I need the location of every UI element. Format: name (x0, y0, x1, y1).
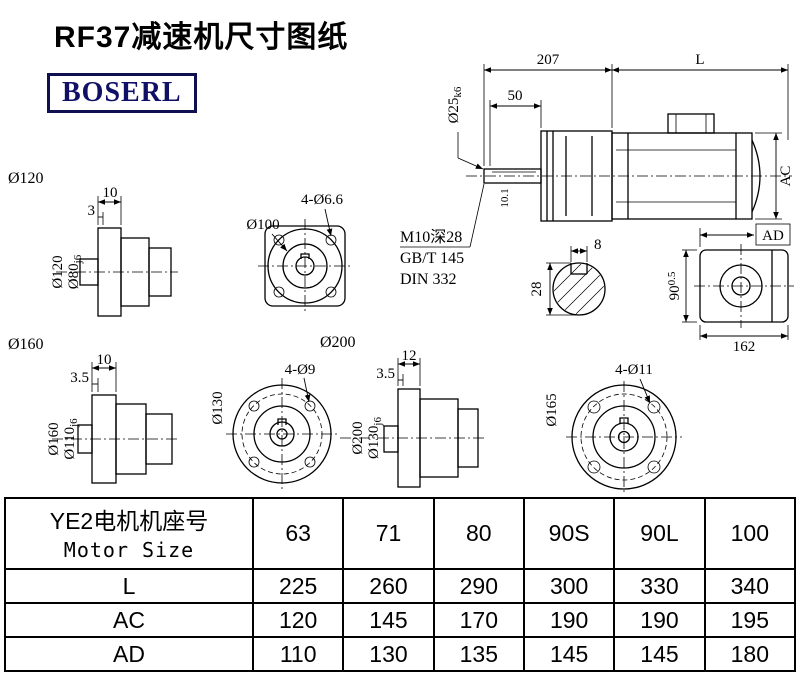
label-bolt-circle: Ø100 (246, 217, 279, 233)
callout-200: Ø200 (320, 334, 356, 351)
shaft-stub (383, 425, 399, 453)
label-dia: Ø130 (210, 391, 226, 424)
table-cell: 260 (342, 568, 435, 604)
table-cell: 330 (613, 568, 706, 604)
dim-12: 12 (402, 348, 417, 364)
callout-120: Ø120 (8, 170, 44, 187)
square-flange-view: 4-Ø6.6 Ø100 (246, 192, 352, 313)
dim-3-5: 3.5 (376, 366, 395, 382)
view-160: Ø160 10 3.5 Ø160 Ø110j6 (8, 336, 180, 484)
callout-160: Ø160 (8, 336, 44, 353)
table-cell: 290 (432, 568, 525, 604)
table-cell: 110 (251, 636, 345, 672)
dim-AD: AD (762, 228, 784, 244)
size-column-header: 63 (251, 497, 345, 570)
dim-L: L (695, 52, 704, 68)
table-cell: 225 (251, 568, 345, 604)
dim-hub-dia: Ø80j6 (66, 254, 84, 289)
row-label: AD (4, 636, 254, 672)
flange-165-view: 4-Ø11 Ø165 (544, 362, 682, 493)
table-cell: 145 (613, 636, 706, 672)
header-en: Motor Size (63, 537, 195, 562)
dim-hub-dia: Ø110j6 (62, 418, 80, 460)
size-column-header: 80 (432, 497, 525, 570)
table-cell: 340 (703, 568, 797, 604)
view-200: Ø200 12 3.5 Ø200 Ø130j6 (320, 334, 485, 488)
shaft-stub (77, 424, 93, 454)
dim-flange-dia: Ø160 (46, 422, 62, 455)
size-column-header: 90S (522, 497, 616, 570)
table-cell: 170 (432, 602, 525, 638)
table-cell: 135 (432, 636, 525, 672)
note-din: DIN 332 (400, 271, 456, 288)
dim-10: 10 (103, 185, 118, 201)
table-cell: 180 (703, 636, 797, 672)
header-cn: YE2电机机座号 (49, 508, 209, 535)
ad-view: AD 900.5 162 (666, 223, 794, 355)
shaft-keyway-section: 8 28 (529, 237, 606, 316)
shaft-section-circle (552, 262, 606, 316)
dim-key-height: 28 (529, 282, 545, 297)
section-hatching (554, 264, 604, 314)
dim-AC: AC (778, 166, 794, 187)
dim-162: 162 (733, 339, 756, 355)
dimension-drawings: 207 L 50 Ø25k6 10.1 AC M10深28 GB/T 145 D… (8, 52, 794, 493)
note-gbt: GB/T 145 (400, 250, 464, 267)
view-120: Ø120 10 3 Ø120 Ø80j6 (8, 170, 178, 317)
shaft-stub (79, 258, 99, 286)
table-cell: 130 (342, 636, 435, 672)
header-cell-motor-size: YE2电机机座号 Motor Size (4, 497, 254, 570)
table-cell: 300 (522, 568, 616, 604)
logo-text: BOSERL (62, 77, 182, 108)
dim-flange-dia: Ø120 (50, 255, 66, 288)
dim-10: 10 (97, 352, 112, 368)
motor-size-table: YE2电机机座号 Motor Size 63 71 80 90S 90L 100… (4, 497, 797, 672)
table-row-AD: AD 110 130 135 145 145 180 (4, 636, 797, 672)
dim-3: 3 (88, 203, 96, 219)
table-header-row: YE2电机机座号 Motor Size 63 71 80 90S 90L 100 (4, 497, 797, 570)
row-label: L (4, 568, 254, 604)
dim-shaft-diameter: Ø25k6 (446, 86, 464, 123)
table-cell: 145 (342, 602, 435, 638)
table-cell: 195 (703, 602, 797, 638)
main-assembly-view: 207 L 50 Ø25k6 10.1 AC M10深28 GB/T 145 D… (400, 52, 794, 288)
dim-hub-dia: Ø130j6 (366, 417, 384, 459)
size-column-header: 90L (613, 497, 706, 570)
fan-cover-outline (751, 139, 761, 213)
terminal-box-outline (667, 113, 715, 134)
label-holes: 4-Ø9 (285, 362, 316, 378)
table-row-AC: AC 120 145 170 190 190 195 (4, 602, 797, 638)
dim-207: 207 (537, 52, 560, 68)
label-holes: 4-Ø6.6 (301, 192, 344, 208)
row-label: AC (4, 602, 254, 638)
boserl-logo: BOSERL (47, 73, 197, 113)
dim-90: 900.5 (666, 271, 683, 300)
dim-10-1: 10.1 (499, 188, 511, 207)
dim-flange-dia: Ø200 (350, 421, 366, 454)
page-title: RF37减速机尺寸图纸 (54, 21, 349, 54)
flange-130-view: 4-Ø9 Ø130 (210, 362, 338, 490)
label-dia: Ø165 (544, 393, 560, 426)
size-column-header: 71 (342, 497, 435, 570)
table-cell: 190 (522, 602, 616, 638)
dim-key-width: 8 (594, 237, 602, 253)
ad-label-box (755, 223, 791, 246)
dim-50: 50 (508, 88, 523, 104)
table-cell: 120 (251, 602, 345, 638)
table-cell: 145 (522, 636, 616, 672)
size-column-header: 100 (703, 497, 797, 570)
table-row-L: L 225 260 290 300 330 340 (4, 568, 797, 604)
label-holes: 4-Ø11 (615, 362, 653, 378)
dim-3-5: 3.5 (70, 370, 89, 386)
table-cell: 190 (613, 602, 706, 638)
note-thread: M10深28 (400, 228, 462, 246)
